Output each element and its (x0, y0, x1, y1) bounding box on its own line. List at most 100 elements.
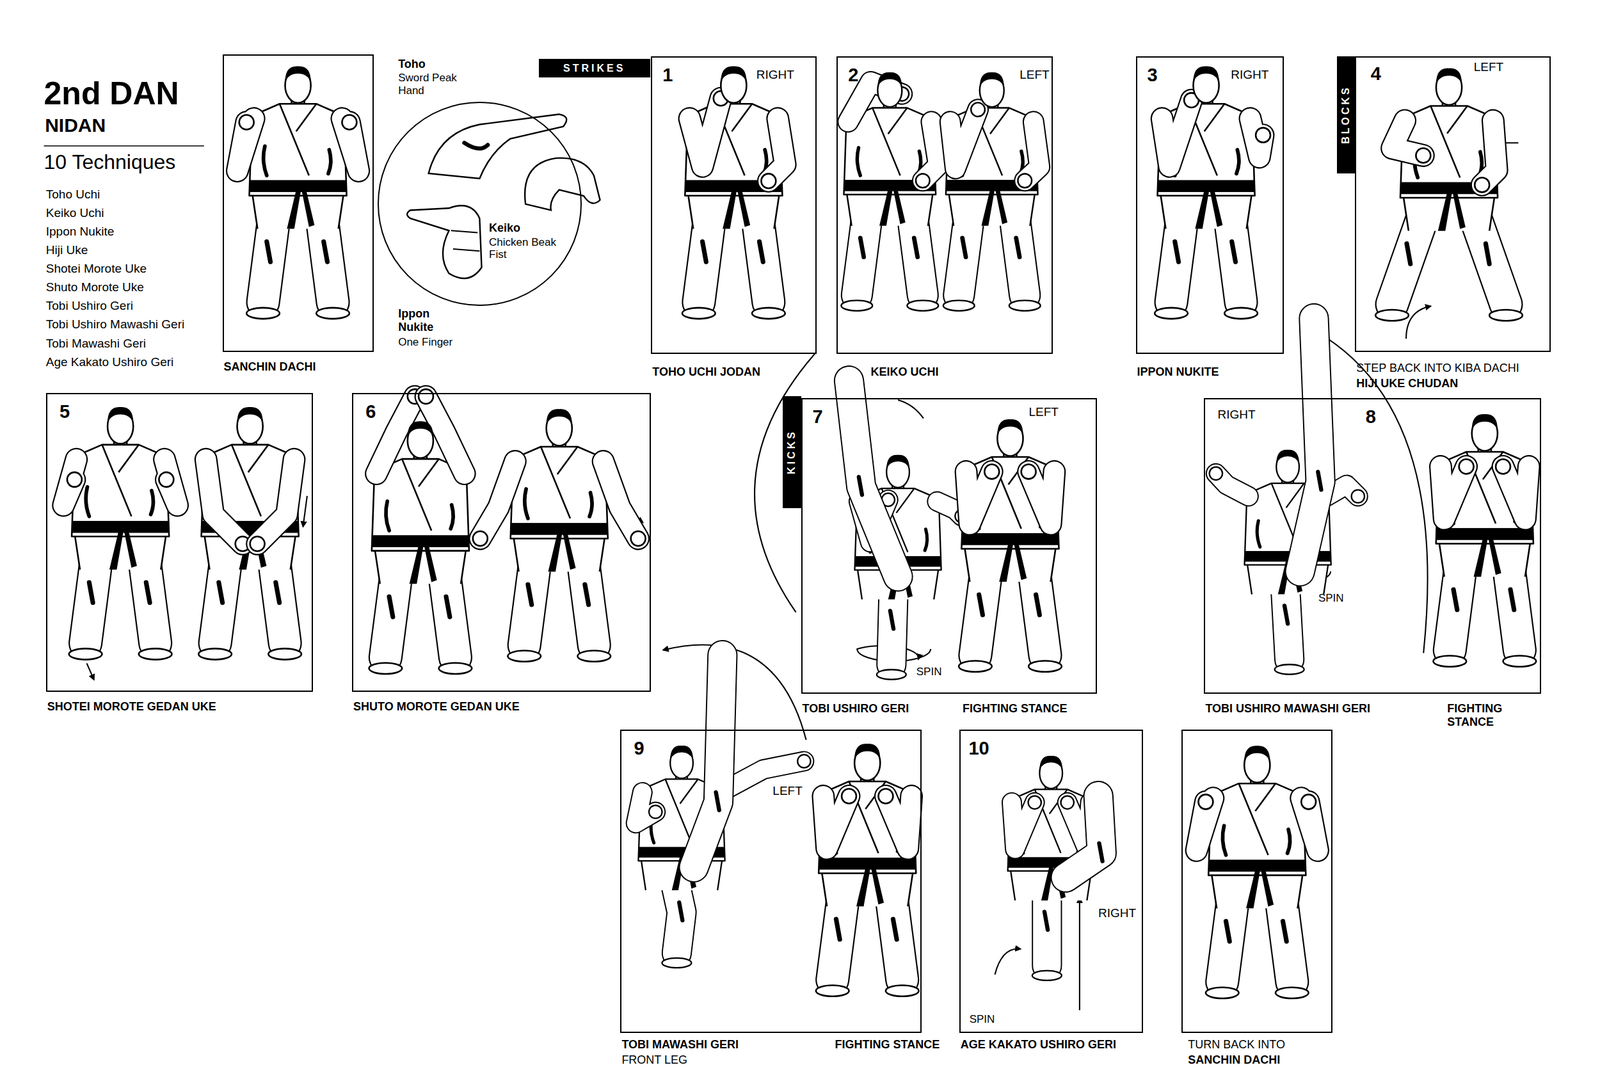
foot (1275, 987, 1309, 999)
motion-arc (754, 352, 816, 613)
hand-shapes-circle: TohoSword Peak HandKeikoChicken Beak Fis… (377, 101, 582, 306)
knee-mark (1510, 589, 1515, 610)
knee-mark (679, 902, 683, 921)
fist (341, 115, 357, 130)
fist (250, 536, 265, 552)
technique-caption: IPPON NUKITE (1137, 365, 1220, 379)
text-slot: RIGHT (1230, 67, 1269, 82)
hair (997, 419, 1023, 435)
figures (63, 65, 1536, 999)
text-slot: Age Kakato Ushiro Geri (46, 355, 175, 370)
technique-panel: 5SHOTEI MOROTE GEDAN UKE (46, 392, 314, 692)
text-slot: KICKS (785, 429, 798, 475)
knee-mark (1453, 589, 1458, 610)
karateka-figure (958, 419, 1062, 672)
technique-list-item: Shuto Morote Uke (46, 280, 144, 295)
text-slot: 10 (968, 737, 989, 760)
hair (670, 745, 694, 760)
technique-list-item: Toho Uchi (46, 187, 101, 202)
text-slot: TOBI USHIRO MAWASHI GERI (1205, 702, 1371, 716)
hair (854, 743, 880, 760)
limb-fill (1162, 100, 1192, 167)
fist (878, 788, 893, 804)
limb-outline (950, 109, 978, 169)
limb-fill (823, 796, 849, 849)
title-rule (44, 145, 205, 147)
text-slot: Ippon Nukite (46, 224, 115, 239)
limb-outline (689, 98, 721, 167)
fist (984, 464, 1000, 479)
hair (720, 65, 747, 82)
text-slot: LEFT (1029, 405, 1059, 420)
text-slot: 7 (812, 406, 824, 428)
technique-panel: SANCHIN DACHI (222, 54, 374, 353)
fold-mark (85, 487, 153, 517)
section-tab: KICKS (782, 396, 802, 509)
black-belt (249, 179, 347, 192)
knee-mark (1098, 843, 1103, 862)
text-slot: SPIN (969, 1013, 996, 1026)
text-slot: SANCHIN DACHI (224, 360, 317, 374)
limb-fill (206, 459, 243, 544)
hair (1436, 68, 1462, 84)
limb-fill (689, 98, 721, 167)
limb-outline (1503, 466, 1529, 520)
foot (958, 661, 992, 672)
fist (239, 115, 255, 130)
knee-mark (890, 610, 894, 629)
black-belt (1436, 528, 1534, 541)
foot (198, 648, 232, 660)
foot (1432, 656, 1467, 667)
belt-tails (1438, 192, 1466, 231)
foot (69, 648, 103, 660)
black-belt (371, 535, 470, 548)
foot (906, 300, 939, 311)
text-slot: TOHO UCHI JODAN (652, 365, 761, 379)
belt-tails (1473, 538, 1502, 577)
limb-outline (768, 118, 786, 182)
foot (885, 985, 920, 997)
lapel (279, 103, 317, 176)
text-slot: Chicken Beak Fist (488, 236, 563, 262)
text-slot: HIJI UKE CHUDAN (1356, 376, 1458, 391)
fist (1255, 128, 1271, 143)
text-slot: NIDAN (44, 114, 106, 136)
technique-panel: TURN BACK INTOSANCHIN DACHI (1181, 729, 1333, 1033)
hair (284, 65, 311, 82)
lapel (401, 458, 439, 531)
technique-list-item: Hiji Uke (46, 243, 88, 258)
belt-tails (1246, 869, 1274, 909)
knee-mark (218, 582, 223, 603)
step-number: 10 (968, 737, 989, 760)
belt-tails (286, 190, 315, 229)
text-slot: Sword Peak Hand (398, 71, 472, 97)
text-slot: Shotei Morote Uke (46, 261, 147, 276)
knee-mark (892, 919, 897, 940)
black-belt (961, 533, 1059, 546)
knee-mark (1282, 920, 1287, 942)
limb-fill (966, 471, 992, 525)
technique-caption: SHOTEI MOROTE GEDAN UKE (47, 700, 217, 714)
hand-name: Keiko (488, 221, 521, 235)
technique-panel: 4LEFTSTEP BACK INTO KIBA DACHIHIJI UKE C… (1354, 56, 1551, 352)
karateka-figure (369, 389, 473, 674)
knee-mark (759, 241, 764, 263)
technique-list-item: Shotei Morote Uke (46, 261, 147, 276)
fist (1415, 148, 1431, 164)
knee-mark (1036, 594, 1040, 616)
technique-caption: TOBI USHIRO MAWASHI GERI (1205, 702, 1371, 716)
fist (915, 174, 930, 189)
text-slot: 4 (1370, 63, 1382, 85)
knee-mark (389, 596, 393, 617)
caption-note: FRONT LEG (621, 1053, 688, 1067)
fist (1198, 794, 1213, 809)
belt-tails (999, 543, 1027, 582)
limb-outline (206, 459, 243, 544)
technique-count: 10 Techniques (44, 151, 176, 174)
text-slot: Tobi Ushiro Mawashi Geri (46, 317, 185, 332)
hair (1244, 745, 1270, 761)
hair (1039, 755, 1063, 770)
hair (407, 421, 434, 437)
knee-mark (266, 241, 271, 263)
